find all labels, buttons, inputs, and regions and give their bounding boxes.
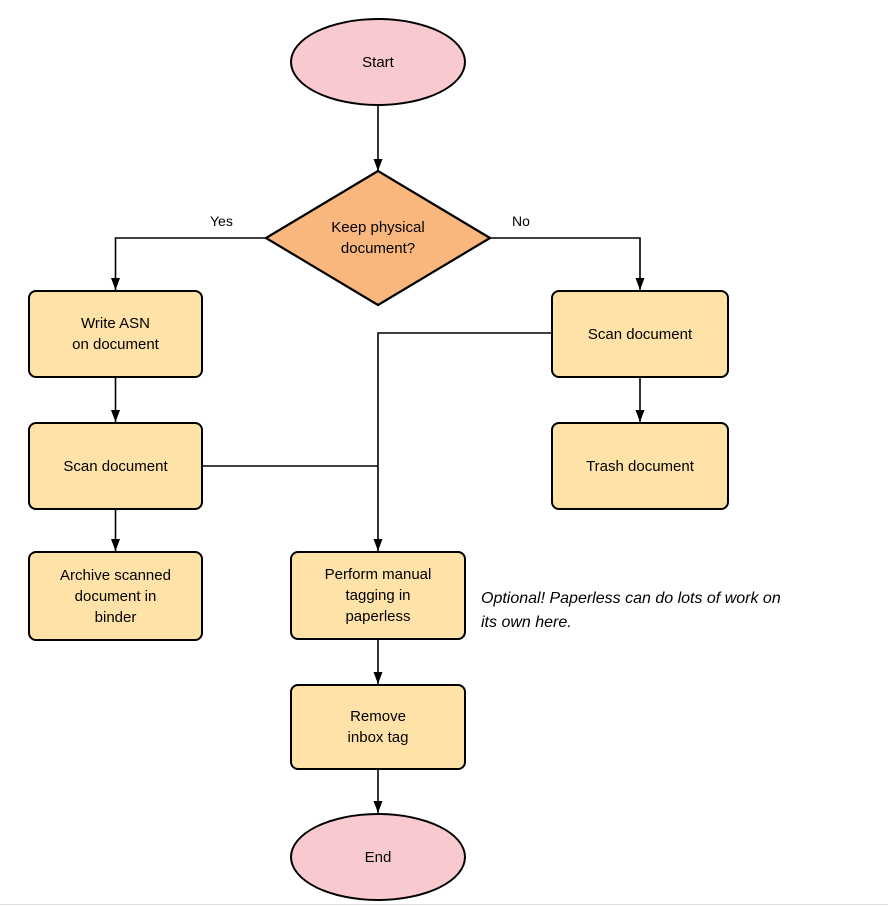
edge-decision-yes xyxy=(111,237,266,290)
node-manual-tagging: Perform manual tagging in paperless xyxy=(290,551,466,640)
node-trash-document: Trash document xyxy=(551,422,729,510)
node-scan-document-left: Scan document xyxy=(28,422,203,510)
node-end-label: End xyxy=(364,848,392,866)
edge-scanright-to-tagging xyxy=(373,332,551,551)
decision-diamond-shape xyxy=(264,169,492,307)
node-write-asn: Write ASN on document xyxy=(28,290,203,378)
node-write-asn-label: Write ASN on document xyxy=(72,315,159,353)
node-decision-label-box: Keep physical document? xyxy=(278,210,478,266)
node-scan-document-left-label: Scan document xyxy=(63,457,168,475)
node-decision-label: Keep physical document? xyxy=(331,219,425,257)
node-scan-document-right: Scan document xyxy=(551,290,729,378)
edge-decision-no xyxy=(490,237,645,290)
node-trash-document-label: Trash document xyxy=(586,457,694,475)
node-manual-tagging-label: Perform manual tagging in paperless xyxy=(324,566,432,625)
node-archive-document: Archive scanned document in binder xyxy=(28,551,203,641)
node-start: Start xyxy=(290,18,466,106)
annotation-optional-note: Optional! Paperless can do lots of work … xyxy=(481,590,781,631)
node-end: End xyxy=(290,813,466,901)
node-remove-inbox-tag: Remove inbox tag xyxy=(290,684,466,770)
node-scan-document-right-label: Scan document xyxy=(587,325,693,343)
node-start-label: Start xyxy=(362,53,394,71)
edge-label-yes: Yes xyxy=(210,213,233,229)
node-archive-document-label: Archive scanned document in binder xyxy=(60,566,171,626)
page-bottom-rule xyxy=(0,904,888,905)
node-remove-inbox-tag-label: Remove inbox tag xyxy=(347,708,409,746)
edge-label-no: No xyxy=(512,213,530,229)
